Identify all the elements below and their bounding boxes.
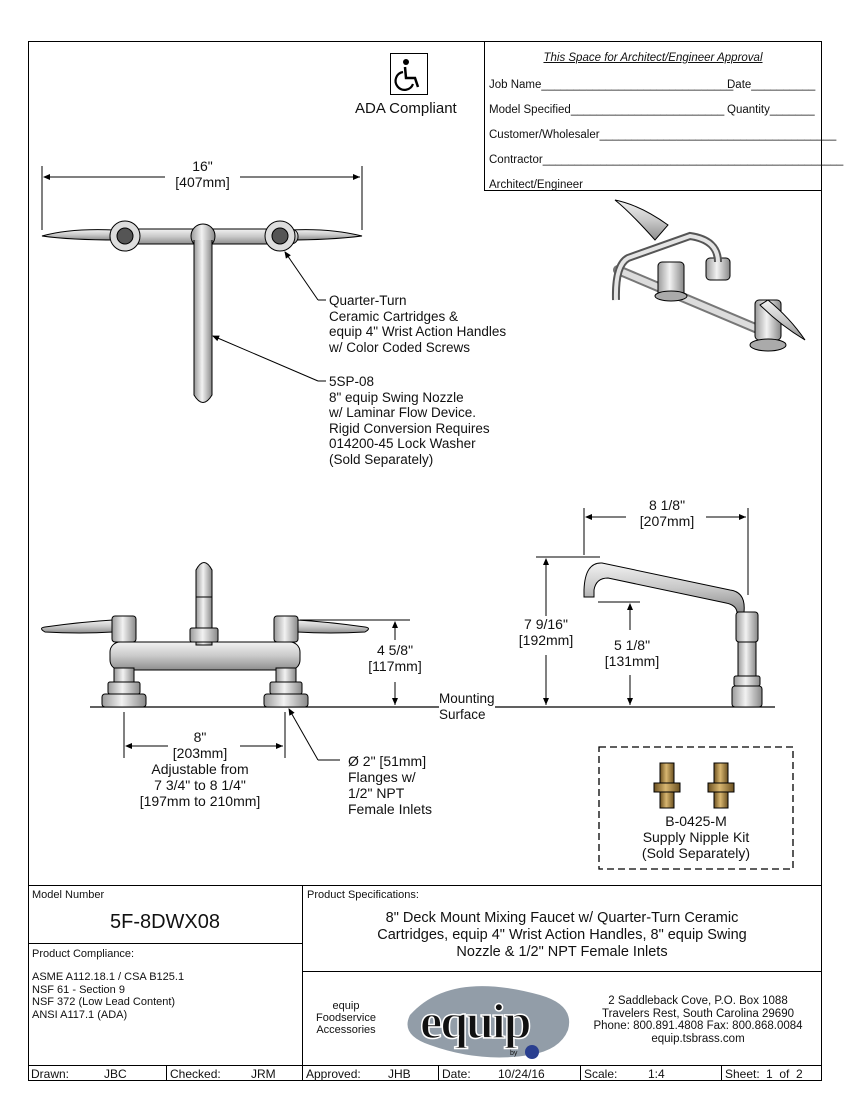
nipple-kit-callout: B-0425-M Supply Nipple Kit (Sold Separat… [641, 813, 751, 861]
flanges-callout: Ø 2" [51mm] Flanges w/ 1/2" NPT Female I… [348, 753, 433, 817]
equip-logo: equip by [407, 986, 570, 1059]
top-width-in: 16" [192, 158, 213, 174]
date-label: Date: [442, 1067, 471, 1081]
mounting-surface-label: Mounting Surface [439, 691, 495, 722]
logo-by: by [510, 1050, 518, 1057]
approval-title: This Space for Architect/Engineer Approv… [543, 52, 763, 64]
side-view [536, 508, 763, 708]
nipple-kit-box [598, 746, 794, 870]
model-specified-field[interactable]: Model Specified________________________ [489, 104, 725, 116]
approval-box: This Space for Architect/Engineer Approv… [484, 41, 843, 191]
compliance-list: ASME A112.18.1 / CSA B125.1 NSF 61 - Sec… [32, 971, 185, 1021]
isometric-view [611, 199, 806, 352]
wheelchair-icon [394, 59, 420, 91]
nozzle-callout: 5SP-08 8" equip Swing Nozzle w/ Laminar … [329, 374, 490, 467]
title-block: Model Number 5F-8DWX08 Product Complianc… [28, 885, 822, 1081]
customer-field[interactable]: Customer/Wholesaler_____________________… [489, 129, 837, 141]
tsbrass-mark-icon [525, 1045, 539, 1059]
date-field[interactable]: Date__________ [727, 79, 816, 91]
nozzle-reach-in: 8 1/8" [648, 497, 686, 513]
adjustable-line-2: 7 3/4" to 8 1/4" [154, 777, 246, 793]
body-height-mm: [117mm] [368, 658, 422, 674]
supply-nipple-2 [707, 762, 735, 809]
sheet-label: Sheet: [725, 1067, 760, 1081]
drawn-label: Drawn: [31, 1067, 70, 1081]
approved-value: JHB [388, 1067, 411, 1081]
spec-label: Product Specifications: [307, 889, 419, 901]
logo-wordmark: equip [420, 993, 530, 1049]
brand-tagline: equip Foodservice Accessories [316, 1000, 376, 1036]
body-height-in: 4 5/8" [376, 642, 414, 658]
adjustable-line-3: [197mm to 210mm] [139, 793, 261, 809]
ada-label: ADA Compliant [355, 100, 457, 117]
nozzle-reach-mm: [207mm] [639, 513, 695, 529]
scale-value: 1:4 [648, 1067, 665, 1081]
drawn-value: JBC [104, 1067, 127, 1081]
model-number: 5F-8DWX08 [109, 911, 221, 933]
top-view [41, 166, 363, 403]
center-in: 8" [193, 729, 207, 745]
scale-label: Scale: [584, 1067, 618, 1081]
adjustable-line-1: Adjustable from [151, 761, 249, 777]
date-value: 10/24/16 [498, 1067, 545, 1081]
checked-value: JRM [251, 1067, 276, 1081]
drawing-frame [28, 41, 822, 1081]
address-block: 2 Saddleback Cove, P.O. Box 1088 Travele… [593, 995, 803, 1045]
job-name-field[interactable]: Job Name______________________________ [489, 79, 734, 91]
ada-badge [390, 53, 428, 95]
architect-field[interactable]: Architect/Engineer [489, 179, 583, 191]
spout-height-in: 5 1/8" [613, 637, 651, 653]
checked-label: Checked: [170, 1067, 221, 1081]
overall-height-mm: [192mm] [518, 632, 574, 648]
sheet-value: 1 of 2 [766, 1067, 803, 1081]
quantity-field[interactable]: Quantity_______ [727, 104, 815, 116]
overall-height-in: 7 9/16" [524, 616, 568, 632]
center-mm: [203mm] [172, 745, 228, 761]
approved-label: Approved: [306, 1067, 361, 1081]
top-width-mm: [407mm] [175, 174, 230, 190]
model-number-label: Model Number [32, 889, 105, 901]
spec-text: 8" Deck Mount Mixing Faucet w/ Quarter-T… [377, 910, 747, 960]
supply-nipple-1 [653, 762, 681, 809]
contractor-field[interactable]: Contractor______________________________… [489, 154, 844, 166]
spout-height-mm: [131mm] [604, 653, 660, 669]
compliance-label: Product Compliance: [32, 948, 135, 960]
cartridges-callout: Quarter-Turn Ceramic Cartridges & equip … [329, 293, 507, 355]
